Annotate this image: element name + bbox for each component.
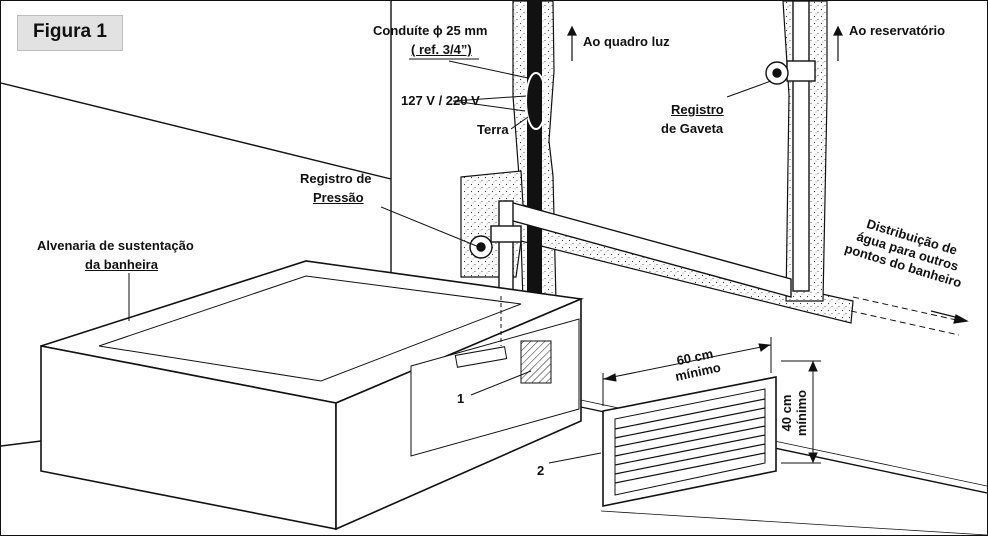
gate-valve-label-line2: de Gaveta <box>661 121 724 136</box>
floor-perspective <box>600 510 987 535</box>
pipe-pressure-valve-body <box>490 225 522 243</box>
gate-valve <box>765 60 816 85</box>
bathtub <box>40 260 584 531</box>
to-reservoir-label: Ao reservatório <box>849 23 946 38</box>
gate-valve-label-line1: Registro <box>671 102 724 117</box>
bathtub-basin <box>98 275 522 382</box>
ground-label: Terra <box>477 122 509 137</box>
pressure-valve-label-line2: Pressão <box>313 190 364 205</box>
pressure-valve <box>469 235 493 259</box>
pipe-continuation <box>850 296 962 336</box>
ventilation-grille <box>602 376 777 507</box>
ceiling-line-left <box>1 82 392 180</box>
figure-title: Figura 1 <box>33 21 107 42</box>
callout-1: 1 <box>457 391 465 406</box>
flow-arrows <box>567 25 969 324</box>
electric-conduit <box>527 1 542 301</box>
height-dimension-label: 40 cm mínimo <box>779 375 809 451</box>
dimension-height <box>781 360 821 464</box>
masonry-label-line2: da banheira <box>85 257 158 272</box>
height-value: 40 cm <box>779 394 794 432</box>
conduit-label-line2: ( ref. 3/4”) <box>411 42 472 57</box>
floor-line-left <box>1 440 42 447</box>
leader-lines <box>128 58 772 464</box>
callout-2: 2 <box>537 463 545 478</box>
dimension-width <box>602 337 772 406</box>
conduit-label-line1: Conduíte ϕ 25 mm <box>373 23 488 38</box>
drain-fitting <box>520 340 552 384</box>
height-qualifier: mínimo <box>794 389 809 437</box>
masonry-label-line1: Alvenaria de sustentação <box>37 238 194 253</box>
drain-hose <box>454 346 508 368</box>
pipe-pressure-riser <box>498 200 514 302</box>
conduit-wires <box>525 72 547 130</box>
figure-badge <box>17 15 123 51</box>
voltage-label: 127 V / 220 V <box>401 93 480 108</box>
pressure-valve-label-line1: Registro de <box>300 171 372 186</box>
grille-louvres <box>614 398 766 484</box>
to-panel-label: Ao quadro luz <box>583 34 670 49</box>
pipe-to-reservoir <box>792 1 810 292</box>
